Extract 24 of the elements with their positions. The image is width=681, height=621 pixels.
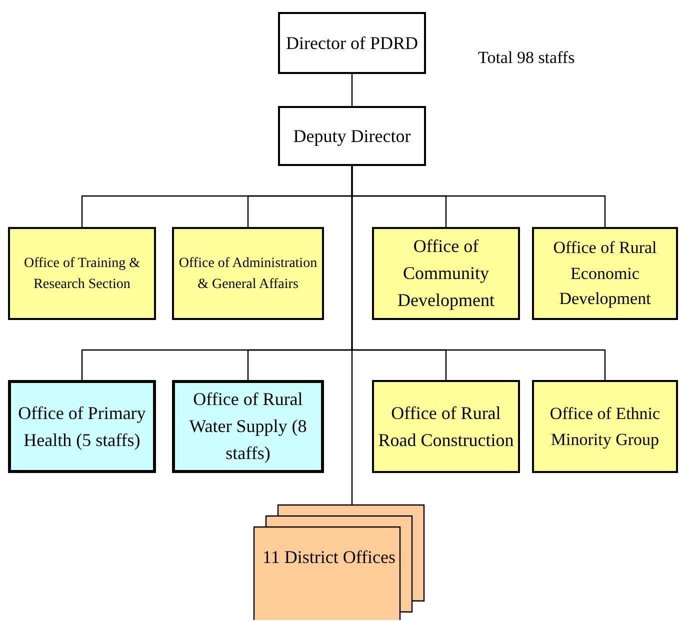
office-box [172, 227, 324, 320]
office-box [532, 227, 678, 320]
connector-line [351, 74, 353, 106]
node-label: Deputy Director [293, 124, 411, 148]
node-label: Office of Primary Health (5 staffs) [17, 402, 147, 452]
node-label: Office of Ethnic Minority Group [548, 403, 662, 451]
connector-line [351, 166, 353, 506]
node-label: Office of Rural Economic Development [552, 237, 658, 310]
office-box [8, 227, 156, 320]
office-box [172, 380, 324, 473]
title-box [278, 12, 426, 74]
node-label: 11 District Offices [262, 546, 396, 569]
node-label: Office of Administration & General Affairs [178, 254, 318, 294]
office-box [8, 380, 156, 473]
office-box [372, 227, 520, 320]
node-label: Office of Rural Water Supply (8 staffs) [188, 388, 308, 465]
node-label: Office of Community Development [396, 235, 496, 312]
node-label: Office of Training & Research Section [22, 254, 141, 294]
note-text: Total 98 staffs [478, 48, 575, 68]
title-box [278, 106, 426, 166]
node-label: Office of Rural Road Construction [377, 402, 515, 452]
office-box [372, 380, 520, 473]
node-label: Director of PDRD [286, 32, 418, 54]
office-box [532, 380, 678, 473]
